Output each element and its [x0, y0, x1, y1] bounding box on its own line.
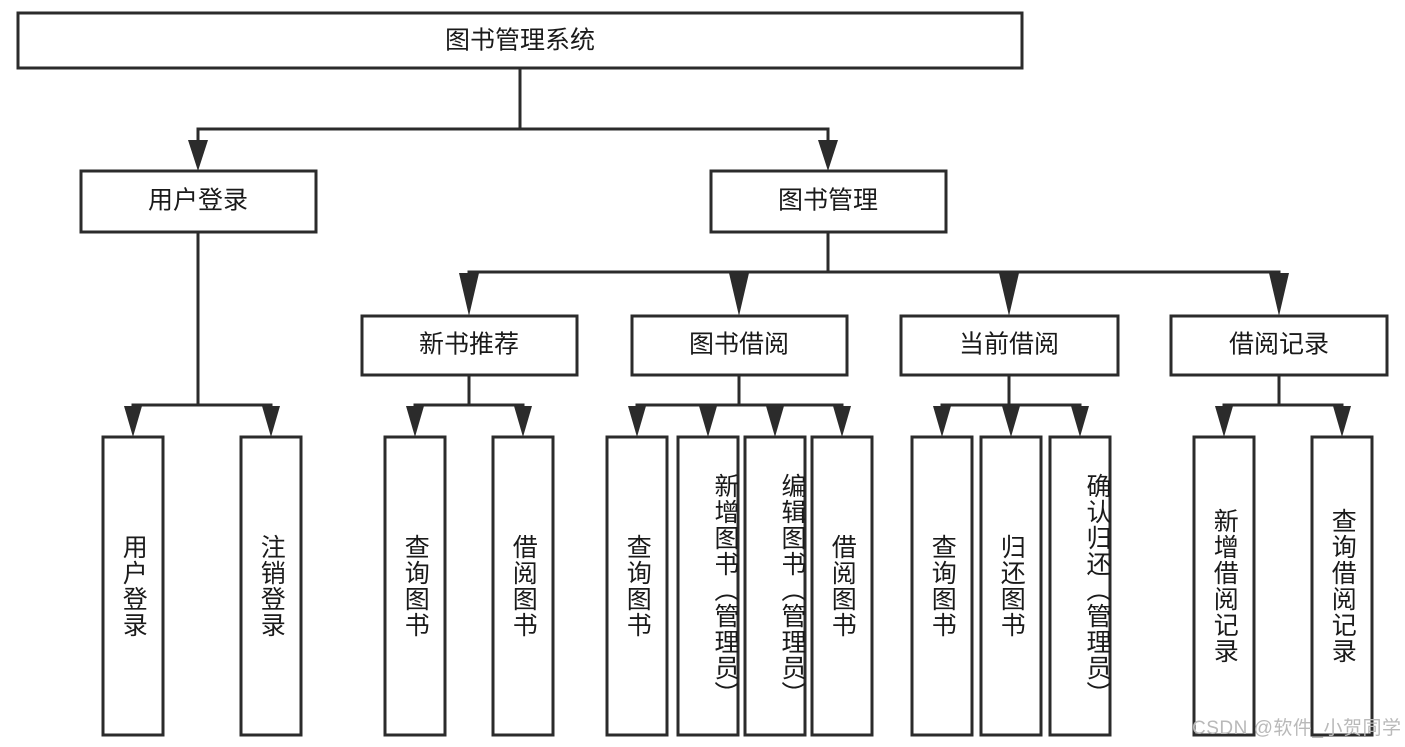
node-label-user-login: 用户登录 [148, 187, 248, 215]
node-box-leaf-new-book-1[interactable] [383, 435, 447, 737]
node-layer: 图书管理系统 用户登录 图书管理 新书推荐 图书借阅 当前借阅 借阅记录 [16, 11, 1389, 737]
node-box-leaf-current-borrow-1[interactable] [910, 435, 974, 737]
node-box-leaf-user-login-2[interactable] [239, 435, 303, 737]
arrow-head-user-login-leaf-1 [124, 406, 142, 437]
node-box-root[interactable] [16, 11, 1024, 70]
arrow-head-book-borrow-leaf-1 [628, 406, 646, 437]
node-label-book-manage: 图书管理 [778, 187, 878, 215]
node-box-leaf-borrow-record-1[interactable] [1192, 435, 1256, 737]
arrow-head-new-book-recommend [459, 273, 479, 316]
arrow-head-book-borrow-leaf-3 [766, 406, 784, 437]
node-box-leaf-current-borrow-2[interactable] [979, 435, 1043, 737]
csdn-watermark: CSDN @软件_小贺同学 [1192, 718, 1402, 739]
arrow-head-new-book-leaf-2 [514, 406, 532, 437]
arrow-head-book-borrow-leaf-4 [833, 406, 851, 437]
node-box-leaf-book-borrow-2[interactable] [676, 435, 740, 737]
node-box-leaf-new-book-2[interactable] [491, 435, 555, 737]
arrow-head-user-login-leaf-2 [262, 406, 280, 437]
node-box-borrow-record[interactable] [1169, 314, 1389, 377]
node-box-leaf-book-borrow-4[interactable] [810, 435, 874, 737]
arrow-head-user-login [188, 140, 208, 171]
node-label-root: 图书管理系统 [445, 27, 595, 55]
node-box-leaf-book-borrow-3[interactable] [743, 435, 807, 737]
node-box-new-book-recommend[interactable] [360, 314, 579, 377]
arrow-head-book-borrow [729, 273, 749, 316]
connector-layer [124, 66, 1351, 437]
arrow-head-book-borrow-leaf-2 [699, 406, 717, 437]
node-box-leaf-current-borrow-3[interactable] [1048, 435, 1112, 737]
node-label-current-borrow: 当前借阅 [959, 331, 1059, 359]
arrow-head-borrow-record [1269, 273, 1289, 316]
node-label-borrow-record: 借阅记录 [1229, 331, 1329, 359]
arrow-head-current-borrow [999, 273, 1019, 316]
node-box-book-borrow[interactable] [630, 314, 849, 377]
arrow-head-current-borrow-leaf-3 [1071, 406, 1089, 437]
arrow-head-book-manage [818, 140, 838, 171]
arrow-head-current-borrow-leaf-2 [1002, 406, 1020, 437]
node-label-book-borrow: 图书借阅 [689, 331, 789, 359]
arrow-head-borrow-record-leaf-2 [1333, 406, 1351, 437]
node-box-leaf-book-borrow-1[interactable] [605, 435, 669, 737]
arrow-head-new-book-leaf-1 [406, 406, 424, 437]
node-box-current-borrow[interactable] [899, 314, 1120, 377]
arrow-head-borrow-record-leaf-1 [1215, 406, 1233, 437]
node-box-user-login[interactable] [79, 169, 318, 234]
node-label-new-book-recommend: 新书推荐 [419, 331, 519, 359]
node-box-leaf-borrow-record-2[interactable] [1310, 435, 1374, 737]
node-box-leaf-user-login-1[interactable] [101, 435, 165, 737]
arrow-head-current-borrow-leaf-1 [933, 406, 951, 437]
node-box-book-manage[interactable] [709, 169, 948, 234]
